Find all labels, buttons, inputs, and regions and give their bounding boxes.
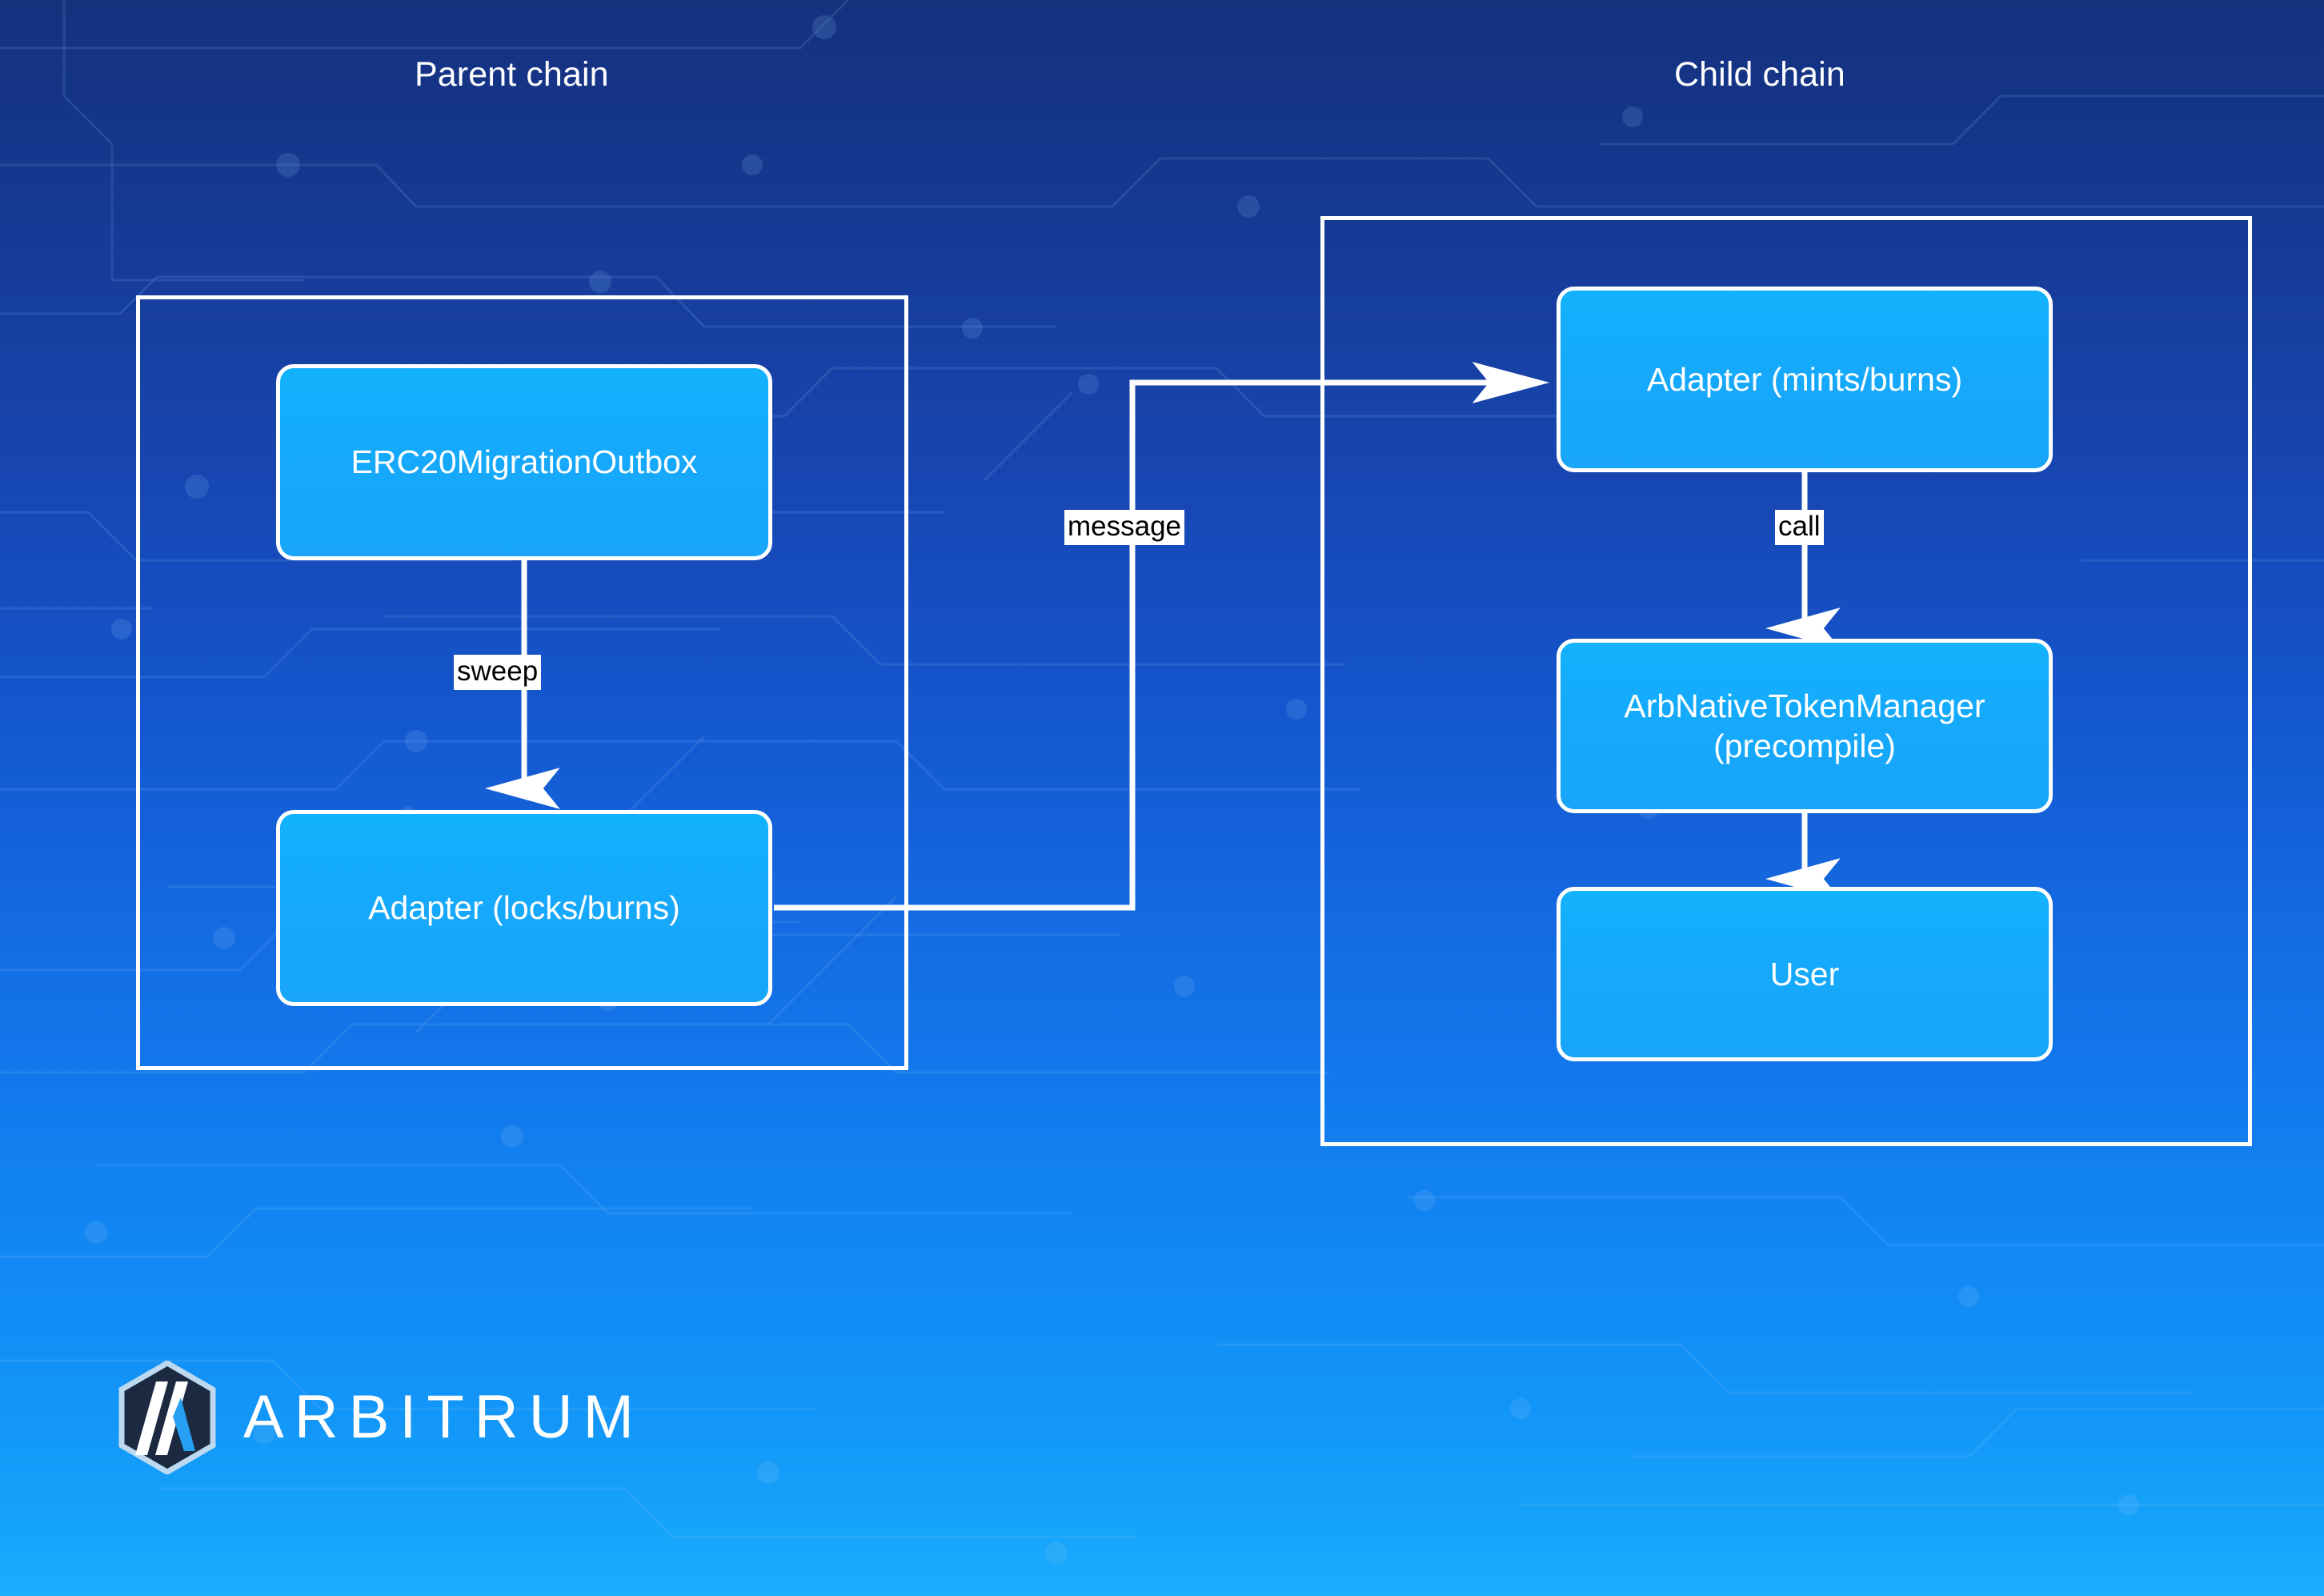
child-chain-title: Child chain [1674, 55, 1845, 94]
node-adapter-mints-burns[interactable]: Adapter (mints/burns) [1557, 287, 2053, 472]
parent-chain-title: Parent chain [415, 55, 609, 94]
brand-lockup: ARBITRUM [118, 1361, 644, 1474]
edge-label-call: call [1775, 510, 1824, 545]
node-label: User [1769, 955, 1840, 992]
edge-label-message: message [1064, 510, 1185, 545]
node-erc20-migration-outbox[interactable]: ERC20MigrationOutbox [276, 364, 772, 560]
node-label-line2: (precompile) [1713, 728, 1896, 764]
node-label-line1: ArbNativeTokenManager [1624, 687, 1985, 724]
node-label: Adapter (mints/burns) [1646, 360, 1963, 398]
node-label: ERC20MigrationOutbox [351, 443, 698, 481]
brand-wordmark: ARBITRUM [243, 1383, 644, 1451]
node-label: Adapter (locks/burns) [368, 889, 680, 927]
node-arb-native-token-manager[interactable]: ArbNativeTokenManager (precompile) [1557, 639, 2053, 813]
arbitrum-logo-icon [118, 1361, 216, 1474]
node-user[interactable]: User [1557, 887, 2053, 1061]
edge-label-sweep: sweep [454, 655, 542, 690]
node-adapter-locks-burns[interactable]: Adapter (locks/burns) [276, 810, 772, 1006]
